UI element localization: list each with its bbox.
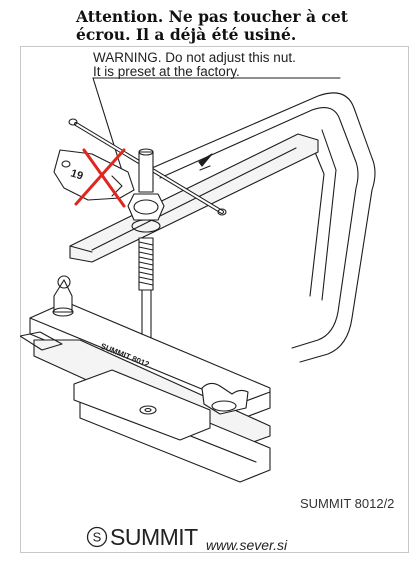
logo-letter: S xyxy=(93,530,102,545)
rod-threads xyxy=(138,241,154,286)
c-frame-tube-edge-b xyxy=(309,139,325,297)
model-number: SUMMIT 8012/2 xyxy=(300,496,395,511)
upper-rail-slot xyxy=(91,147,297,251)
wrench-body xyxy=(53,149,135,201)
brand-name: SUMMIT xyxy=(110,524,198,550)
threaded-rod xyxy=(138,237,154,291)
c-frame-inner-tube xyxy=(159,107,359,349)
warning-line-2: It is preset at the factory. xyxy=(93,64,240,79)
nut-washer xyxy=(133,199,159,215)
upper-rail-edge xyxy=(69,245,93,253)
end-clip xyxy=(20,331,63,351)
right-wing-nut-base xyxy=(211,400,237,412)
slide-direction-arrow xyxy=(199,165,211,171)
prohibited-cross-icon xyxy=(74,148,126,208)
preset-nut xyxy=(127,193,165,221)
spindle-head-top xyxy=(138,148,154,156)
diagram-frame xyxy=(20,46,409,553)
wrench-size-label: 19 xyxy=(69,167,84,182)
t-handle-end-cap xyxy=(68,118,78,126)
arrowhead-icon xyxy=(198,153,213,167)
left-wing-nut-base xyxy=(52,307,74,317)
left-wing-nut-ear xyxy=(57,275,71,289)
c-frame-outer-tube xyxy=(151,92,376,363)
base-washer xyxy=(139,405,157,415)
left-wing-nut xyxy=(53,279,73,313)
wrench-hole xyxy=(61,160,71,168)
spindle-head xyxy=(138,151,154,193)
summit-logo-icon: S xyxy=(86,526,108,548)
french-warning-line-2: écrou. Il a déjà été usiné. xyxy=(76,25,297,44)
base-rail-block xyxy=(73,369,211,441)
french-warning-line-1: Attention. Ne pas toucher à cet xyxy=(76,7,348,26)
english-warning: WARNING. Do not adjust this nut. It is p… xyxy=(93,51,296,79)
website-url: www.sever.si xyxy=(206,537,288,553)
clamp-assembly-drawing: 19 SUMMIT 8012 xyxy=(20,77,376,483)
c-frame-tube-edge-a xyxy=(321,129,337,301)
t-handle-end-cap-right xyxy=(217,208,227,216)
nut-base xyxy=(131,219,161,233)
warning-line-1: WARNING. Do not adjust this nut. xyxy=(93,50,296,65)
base-washer-hole xyxy=(144,407,152,413)
french-warning-note: Attention. Ne pas toucher à cet écrou. I… xyxy=(76,8,396,44)
